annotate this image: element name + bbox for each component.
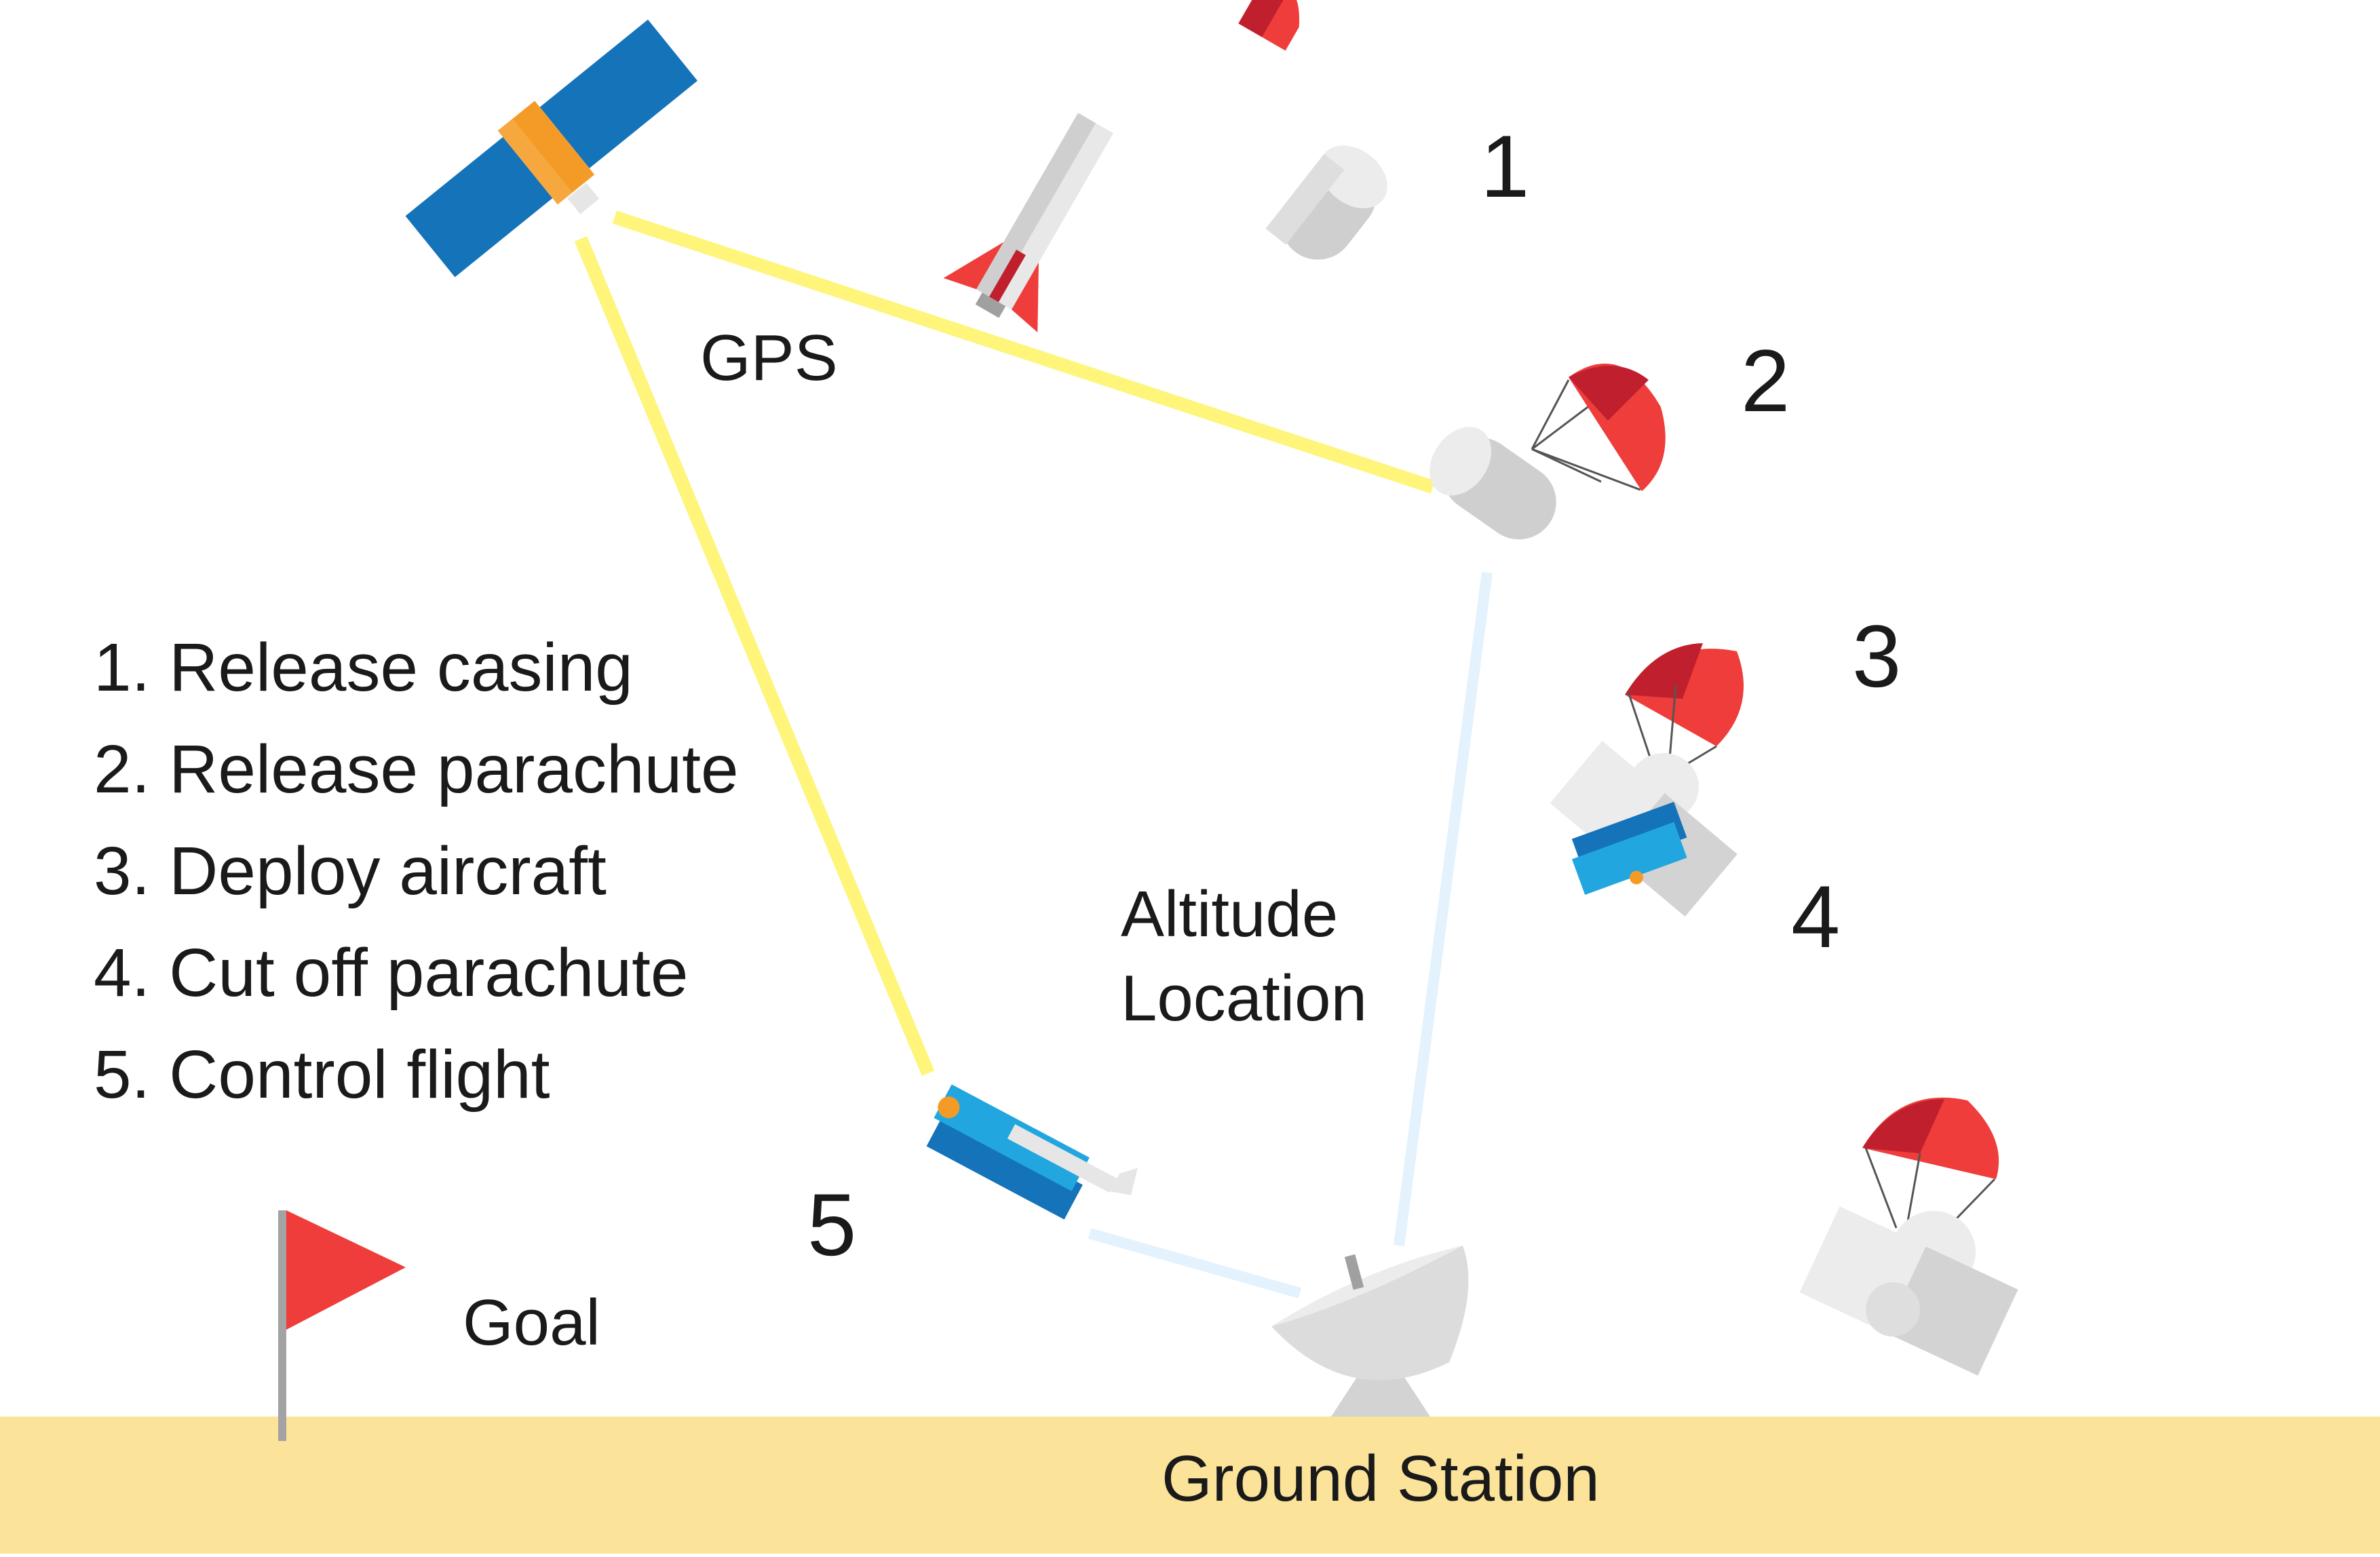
satellite-icon <box>405 19 698 277</box>
telemetry-location-label: Location <box>1121 962 1367 1035</box>
ground-station-label: Ground Station <box>1162 1442 1600 1515</box>
legend-item-1: 1. Release casing <box>94 630 633 706</box>
telemetry-altitude-label: Altitude <box>1121 878 1338 950</box>
ground-strip <box>0 1417 2380 1554</box>
biplane-icon <box>926 1084 1138 1220</box>
legend-item-5: 5. Control flight <box>94 1037 550 1113</box>
step-number-3: 3 <box>1852 607 1901 706</box>
gps-label: GPS <box>700 322 838 394</box>
drifting-parachute-icon <box>1799 1097 2018 1376</box>
goal-label: Goal <box>463 1286 600 1359</box>
rocket-icon <box>943 113 1113 332</box>
aircraft-parachute-icon <box>1550 643 1744 917</box>
payload-parachute-icon <box>1429 363 1666 540</box>
goal-flag-icon <box>278 1210 406 1441</box>
satellite-dish-icon <box>1271 1246 1469 1417</box>
step-number-4: 4 <box>1791 867 1840 966</box>
gps-link-to-payload <box>612 210 1436 494</box>
rocket-nose-icon <box>1238 0 1299 51</box>
radio-link-payload-to-station <box>1394 571 1493 1247</box>
legend-item-4: 4. Cut off parachute <box>94 935 689 1011</box>
casing-icon <box>1265 145 1387 260</box>
step-number-2: 2 <box>1741 331 1790 430</box>
gps-link-to-aircraft <box>574 236 935 1076</box>
legend-item-2: 2. Release parachute <box>94 731 739 807</box>
step-number-1: 1 <box>1480 117 1529 216</box>
radio-link-aircraft-to-station <box>1088 1228 1302 1299</box>
step-number-5: 5 <box>807 1175 856 1274</box>
steps-legend: 1. Release casing 2. Release parachute 3… <box>94 630 739 1113</box>
legend-item-3: 3. Deploy aircraft <box>94 833 607 909</box>
